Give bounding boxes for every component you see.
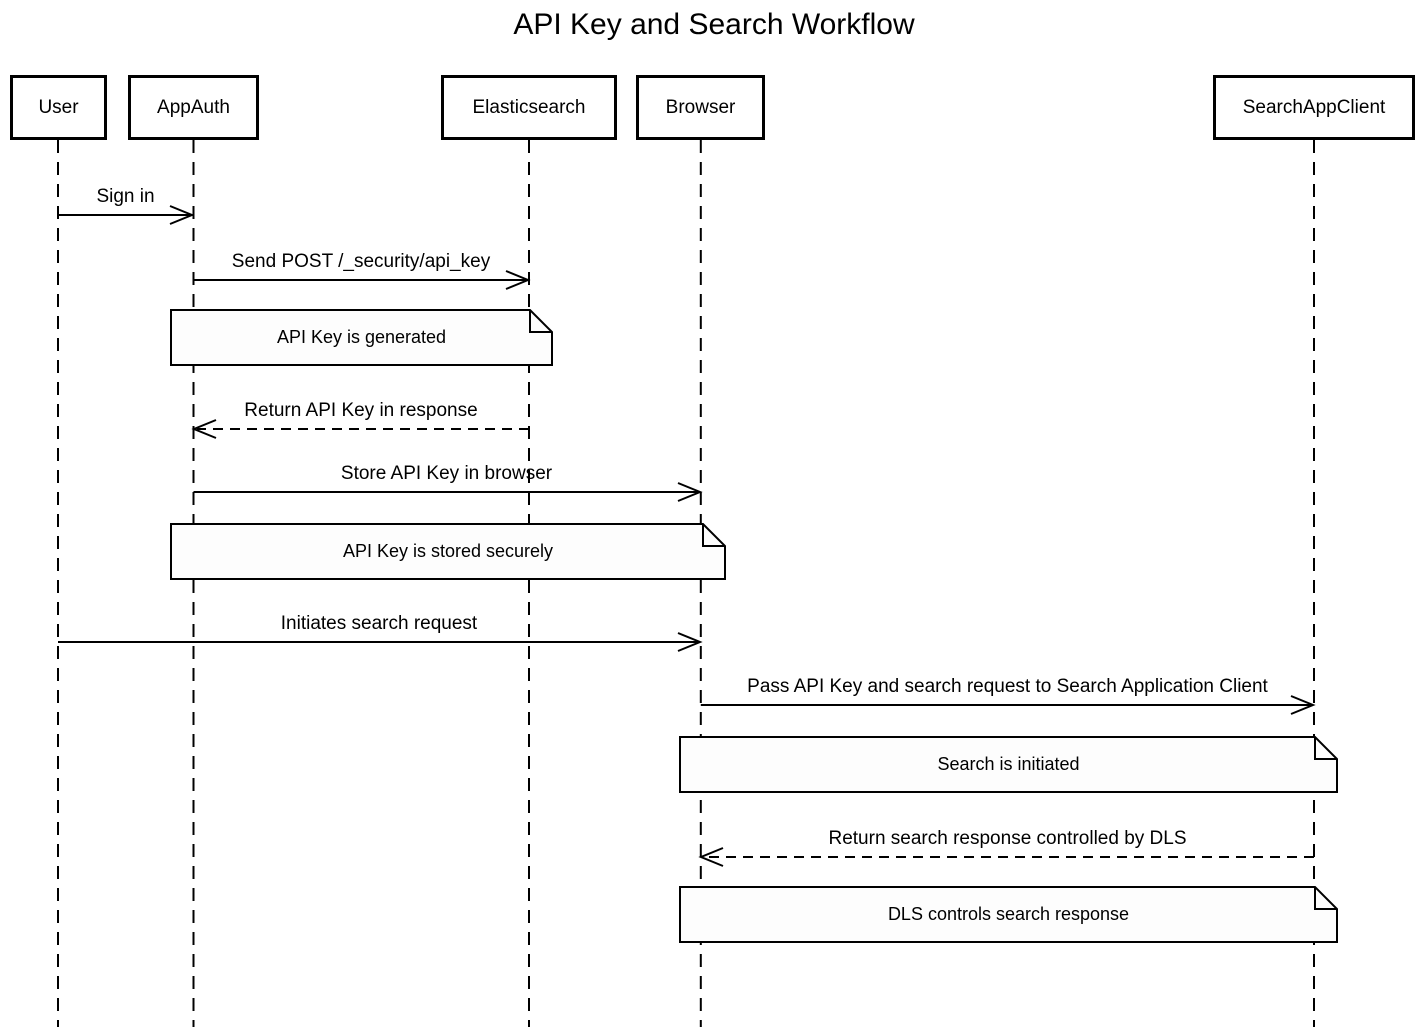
arrowhead-right-icon xyxy=(505,270,531,290)
message-arrow-send-post-api-key xyxy=(193,270,531,290)
note-fold-icon xyxy=(702,524,725,547)
message-label-return-search-response: Return search response controlled by DLS xyxy=(828,828,1187,849)
message-label-initiates-search-request: Initiates search request xyxy=(280,613,478,634)
actor-browser: Browser xyxy=(636,75,765,140)
note-shape-search-initiated xyxy=(679,736,1338,793)
actor-appauth: AppAuth xyxy=(128,75,259,140)
actor-searchappclient-label: SearchAppClient xyxy=(1242,96,1386,118)
note-fold-icon xyxy=(1314,737,1337,760)
actor-elasticsearch-label: Elasticsearch xyxy=(472,96,586,118)
message-label-store-api-key: Store API Key in browser xyxy=(340,463,553,484)
actor-browser-label: Browser xyxy=(665,96,736,118)
message-label-pass-api-key-search-request: Pass API Key and search request to Searc… xyxy=(747,676,1268,697)
message-arrow-store-api-key xyxy=(193,482,703,502)
actor-elasticsearch: Elasticsearch xyxy=(441,75,617,140)
message-label-return-api-key: Return API Key in response xyxy=(244,400,478,421)
arrowhead-left-icon xyxy=(191,419,217,439)
note-body xyxy=(679,886,1338,943)
message-label-sign-in: Sign in xyxy=(96,186,155,207)
arrowhead-right-icon xyxy=(677,482,703,502)
message-arrow-return-api-key xyxy=(191,419,529,439)
note-fold-icon xyxy=(1314,887,1337,910)
actor-searchappclient: SearchAppClient xyxy=(1213,75,1415,140)
actor-appauth-label: AppAuth xyxy=(157,96,230,118)
actor-user-label: User xyxy=(38,96,79,118)
message-arrow-return-search-response xyxy=(698,847,1314,867)
note-label-api-key-generated: API Key is generated xyxy=(276,327,447,347)
note-label-search-initiated: Search is initiated xyxy=(937,754,1080,774)
note-shape-api-key-generated xyxy=(170,309,553,366)
note-label-api-key-stored: API Key is stored securely xyxy=(342,541,554,561)
note-shape-api-key-stored xyxy=(170,523,726,580)
note-body xyxy=(679,736,1338,793)
note-body xyxy=(170,523,726,580)
note-label-dls-controls: DLS controls search response xyxy=(887,904,1130,924)
note-body xyxy=(170,309,553,366)
message-arrow-pass-api-key-search-request xyxy=(700,695,1316,715)
message-arrow-sign-in xyxy=(58,205,195,225)
arrowhead-right-icon xyxy=(677,632,703,652)
diagram-title: API Key and Search Workflow xyxy=(513,8,915,41)
actor-user: User xyxy=(10,75,107,140)
note-shape-dls-controls xyxy=(679,886,1338,943)
message-label-send-post-api-key: Send POST /_security/api_key xyxy=(231,251,491,272)
note-fold-icon xyxy=(529,310,552,333)
arrowhead-left-icon xyxy=(698,847,724,867)
arrowhead-right-icon xyxy=(169,205,195,225)
message-arrow-initiates-search-request xyxy=(58,632,703,652)
arrowhead-right-icon xyxy=(1290,695,1316,715)
